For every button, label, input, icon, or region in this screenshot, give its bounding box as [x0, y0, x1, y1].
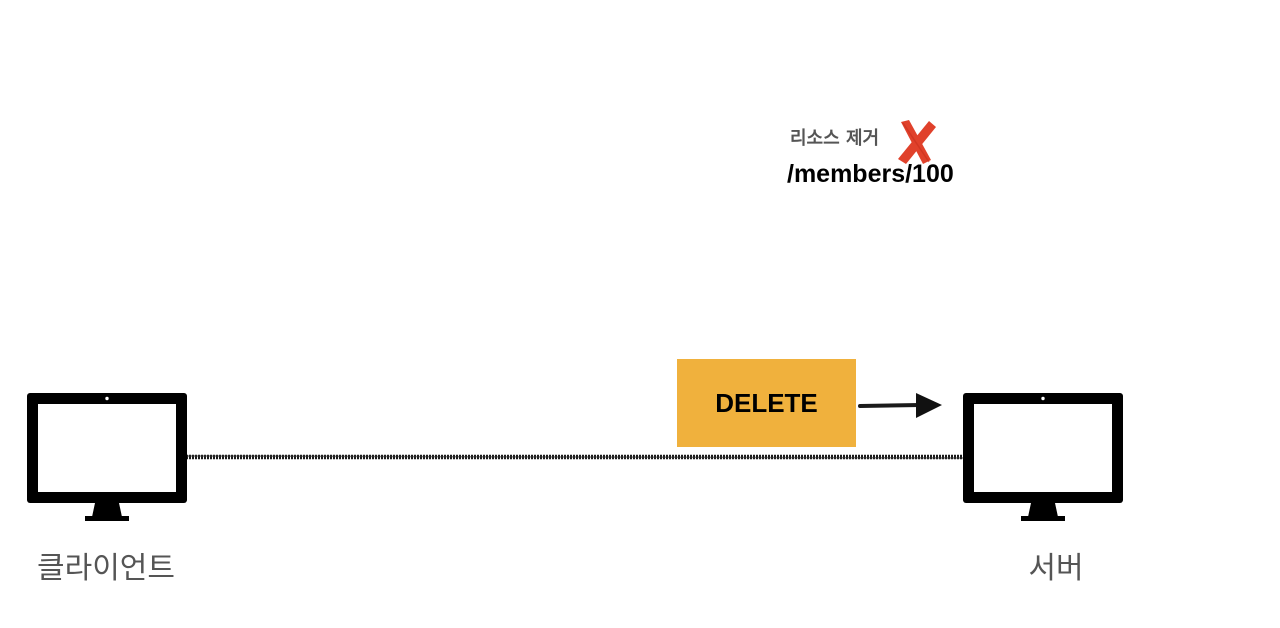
- connection-line: [186, 454, 966, 460]
- delete-x-icon: [898, 120, 936, 164]
- server-label: 서버: [1028, 551, 1084, 586]
- http-method-box: DELETE: [677, 359, 856, 447]
- http-method-label: DELETE: [715, 387, 818, 418]
- resource-action-label: 리소스 제거: [790, 128, 880, 149]
- server-monitor-icon: [963, 393, 1123, 521]
- client-label: 클라이언트: [37, 551, 175, 586]
- resource-path: /members/100: [787, 160, 954, 188]
- client-monitor-icon: [27, 393, 187, 521]
- request-arrow-icon: [858, 393, 942, 418]
